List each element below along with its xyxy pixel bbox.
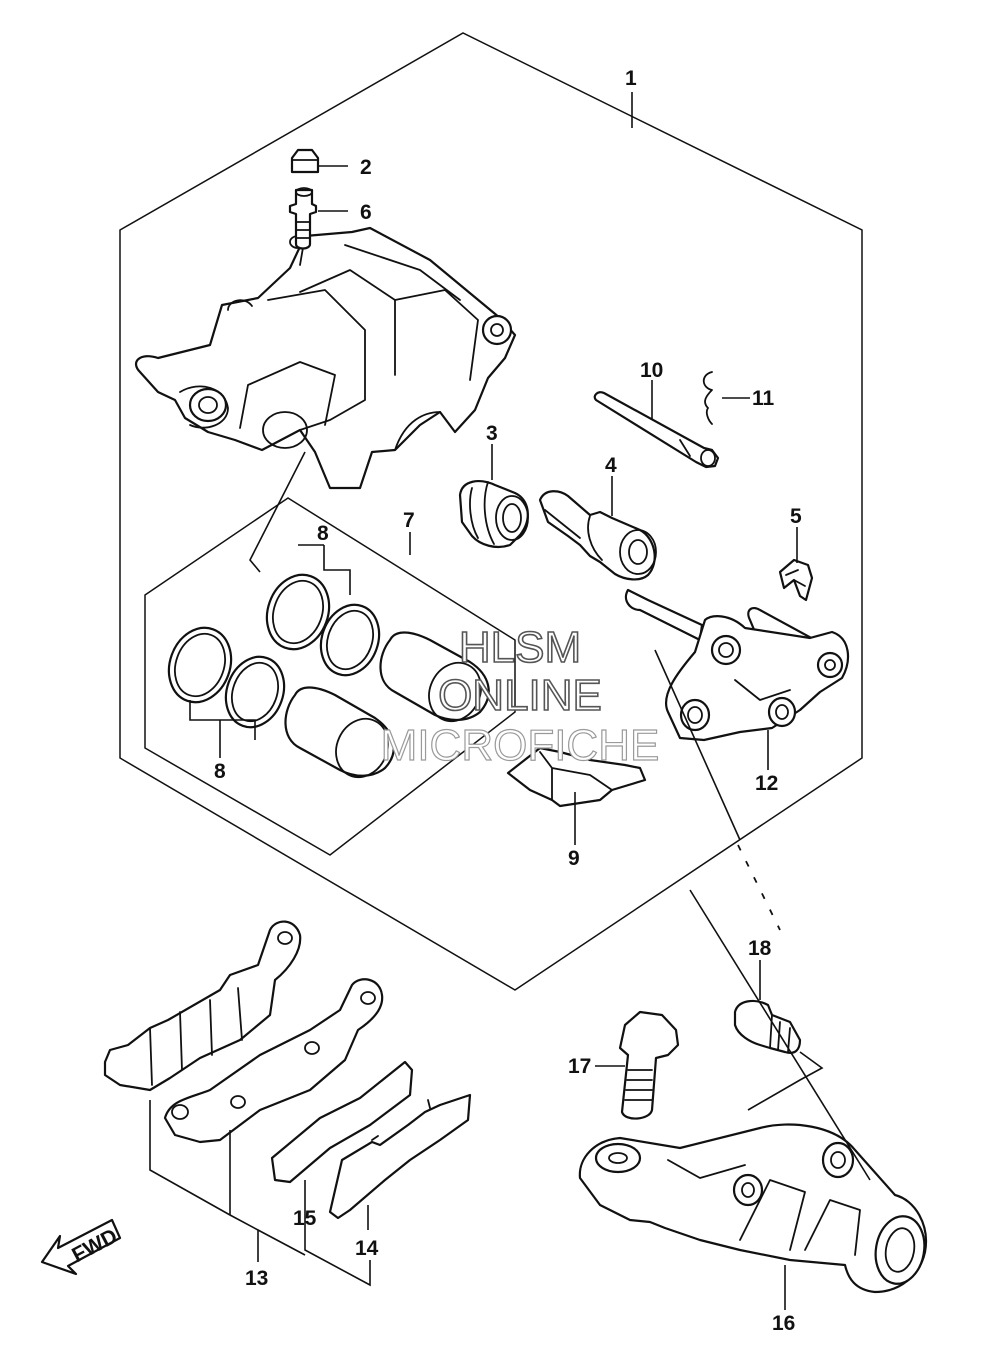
spring-clip — [702, 371, 713, 425]
piston-seal-4 — [224, 655, 286, 729]
piston-seal-group-outline — [144, 497, 516, 856]
callout-labels: 1 2 3 4 5 6 7 8 8 9 10 11 12 13 14 15 16… — [214, 67, 802, 1335]
callout-9: 9 — [568, 847, 580, 870]
watermark: HLSM ONLINE MICROFICHE — [380, 622, 660, 770]
piston-seal-1 — [265, 573, 331, 651]
callout-11: 11 — [752, 387, 775, 410]
pad-shim-1 — [270, 1060, 414, 1184]
mounting-bolt — [618, 1010, 680, 1120]
callout-12: 12 — [755, 772, 778, 795]
retainer-clip — [778, 558, 814, 602]
slide-pin — [538, 490, 657, 581]
callout-17: 17 — [568, 1055, 591, 1078]
piston-2 — [284, 686, 395, 779]
caliper-bracket — [624, 588, 850, 742]
callout-10: 10 — [640, 359, 663, 382]
dust-boot — [458, 480, 529, 549]
callout-6: 6 — [360, 201, 372, 224]
callout-15: 15 — [293, 1207, 317, 1230]
piston-seal-3 — [167, 626, 233, 704]
callout-2: 2 — [360, 156, 372, 179]
piston-seal-2 — [319, 603, 381, 677]
callout-3: 3 — [486, 422, 498, 445]
hex-socket-bolt — [733, 999, 802, 1054]
watermark-line-2: ONLINE — [438, 671, 602, 720]
bleeder-cap — [290, 148, 320, 174]
bleeder-valve — [288, 187, 318, 250]
brake-pad-2 — [163, 978, 384, 1144]
watermark-line-3: MICROFICHE — [381, 721, 660, 770]
callout-1: 1 — [625, 67, 637, 90]
long-slide-pin — [593, 391, 720, 469]
caliper-assembly-outline — [119, 32, 863, 991]
dashed-guide — [737, 844, 781, 931]
callout-16: 16 — [772, 1312, 795, 1335]
caliper-mount-bracket — [578, 1123, 928, 1294]
callout-7: 7 — [403, 509, 415, 532]
callout-18: 18 — [748, 937, 772, 960]
watermark-line-1: HLSM — [459, 623, 581, 672]
callout-8-upper: 8 — [317, 522, 329, 545]
caliper-body — [134, 226, 517, 490]
fwd-arrow: FWD — [40, 1218, 121, 1276]
callout-5: 5 — [790, 505, 802, 528]
leader-lines — [149, 92, 871, 1310]
pad-spring — [506, 746, 647, 808]
callout-13: 13 — [245, 1267, 268, 1290]
callout-4: 4 — [605, 454, 617, 477]
callout-8-lower: 8 — [214, 760, 226, 783]
callout-14: 14 — [355, 1237, 379, 1260]
brake-pad-1 — [103, 920, 302, 1092]
pad-shim-2 — [328, 1093, 472, 1220]
piston-1 — [379, 631, 490, 723]
